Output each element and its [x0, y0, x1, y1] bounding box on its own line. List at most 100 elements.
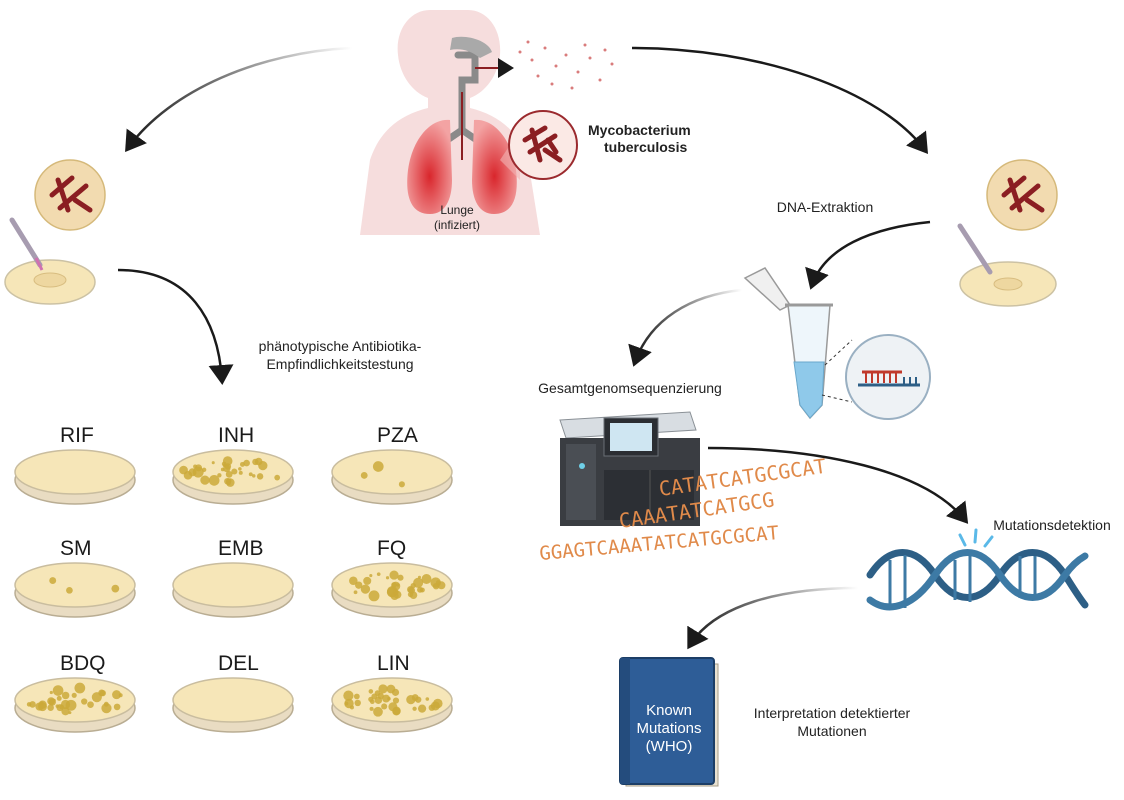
colony: [258, 460, 268, 471]
plate-inh: INH: [172, 424, 294, 505]
colony: [56, 695, 62, 701]
plate-lin: LIN: [331, 652, 453, 733]
colony: [66, 586, 73, 594]
colony: [71, 692, 77, 698]
mutation-spark-icon: [958, 528, 994, 548]
colony: [225, 470, 233, 478]
colony: [355, 581, 363, 589]
colony: [87, 701, 94, 708]
colony: [372, 461, 384, 472]
plate-label: LIN: [377, 652, 410, 675]
colony: [354, 699, 361, 707]
plate-label: DEL: [218, 652, 259, 675]
colony: [349, 576, 358, 586]
arrow-to-culture-left: [125, 46, 353, 153]
arrow-to-sequencer: [628, 288, 743, 367]
colony: [425, 697, 430, 701]
book-title-line3: (WHO): [646, 738, 693, 755]
colony: [223, 464, 231, 473]
organism-label-line1: Mycobacterium: [588, 122, 691, 138]
right-culture-plate: [957, 159, 1058, 307]
colony: [52, 685, 64, 696]
colony: [192, 466, 204, 478]
colony: [113, 703, 121, 711]
colony: [360, 584, 371, 594]
colony: [211, 461, 215, 465]
colony: [200, 475, 210, 485]
colony: [373, 706, 383, 717]
colony: [256, 473, 264, 480]
colony: [48, 700, 54, 705]
dna-zoom-icon: [845, 334, 931, 420]
right-lung-icon: [472, 119, 517, 214]
plate-pza: PZA: [331, 424, 453, 505]
colony: [368, 689, 374, 694]
colony: [368, 590, 380, 602]
colony: [407, 591, 414, 598]
colony: [388, 702, 398, 712]
colony: [398, 481, 405, 488]
left-culture-plate: [4, 159, 106, 305]
plate-del: DEL: [172, 652, 294, 733]
colony: [369, 699, 375, 705]
plate-label: INH: [218, 424, 254, 447]
colony: [353, 693, 360, 700]
colony: [360, 471, 368, 479]
lung-label-line1: Lunge: [440, 203, 474, 217]
dna-helix-icon: [866, 528, 1089, 611]
interpretation-label-line2: Mutationen: [797, 723, 866, 739]
plate-label: BDQ: [60, 652, 106, 675]
plate-bdq: BDQ: [14, 652, 136, 733]
colony: [112, 690, 122, 700]
colony: [208, 475, 220, 486]
plate-label: RIF: [60, 424, 94, 447]
colony: [238, 467, 242, 471]
colony: [421, 574, 432, 584]
colony: [392, 697, 400, 704]
colony: [396, 583, 400, 587]
book-title-line1: Known: [646, 702, 692, 719]
colony: [101, 703, 112, 714]
colony: [81, 698, 88, 705]
colony: [374, 690, 381, 696]
arrow-to-book: [687, 586, 859, 650]
colony: [243, 459, 250, 467]
book-title-line2: Mutations: [636, 720, 701, 737]
colony: [382, 694, 391, 703]
colony: [201, 467, 207, 472]
colony: [343, 690, 354, 701]
plate-label: EMB: [218, 537, 264, 560]
colony: [248, 472, 253, 477]
plate-label: PZA: [377, 424, 418, 447]
colony: [61, 691, 70, 700]
colony: [353, 590, 358, 595]
tube-icon: [743, 267, 833, 420]
colony: [231, 468, 238, 475]
colony: [38, 702, 47, 712]
colony: [225, 478, 235, 487]
colony: [374, 696, 383, 705]
colony: [221, 461, 227, 467]
aerosol-droplets: [518, 40, 614, 90]
colony: [397, 574, 404, 581]
colony: [389, 570, 399, 580]
colony: [419, 588, 424, 592]
colony: [74, 682, 86, 694]
colony: [433, 698, 443, 709]
colony: [387, 697, 391, 701]
colony: [369, 706, 374, 711]
bacteria-zoom-icon: [500, 110, 578, 180]
plate-rif: RIF: [14, 424, 136, 505]
arrow-to-ast: [117, 268, 234, 385]
colony: [47, 704, 54, 711]
colony: [428, 704, 436, 711]
plate-sm: SM: [14, 537, 136, 618]
colony: [413, 577, 424, 588]
colony: [381, 703, 388, 710]
colony: [378, 684, 388, 694]
plate-emb: EMB: [172, 537, 294, 618]
colony: [29, 701, 36, 708]
left-lung-icon: [407, 119, 452, 214]
